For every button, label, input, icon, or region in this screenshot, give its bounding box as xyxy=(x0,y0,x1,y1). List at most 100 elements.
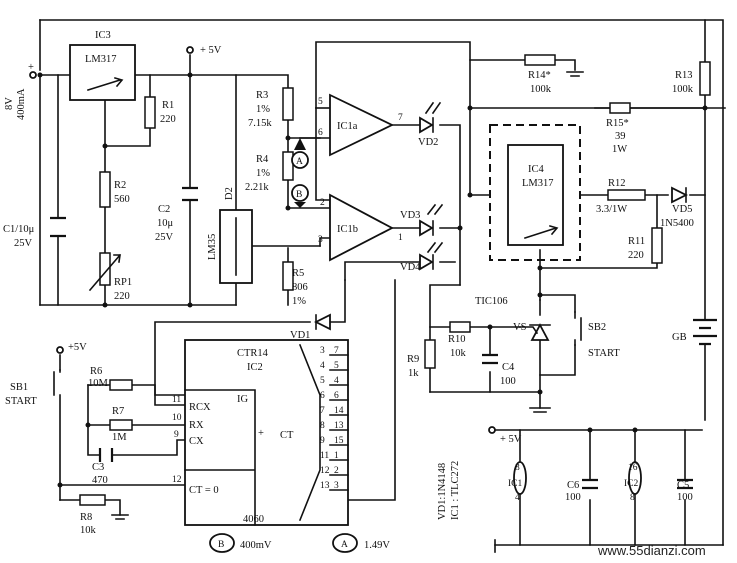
r7-value: 1M xyxy=(112,432,127,443)
c1-value: 25V xyxy=(14,238,33,249)
ic1-top-pin: 8 xyxy=(515,463,520,473)
vd5-diode xyxy=(671,186,689,204)
r10-resistor xyxy=(449,321,471,333)
c1-capacitor xyxy=(50,216,66,238)
ic2-ig: IG xyxy=(237,394,248,405)
r12-resistor xyxy=(607,189,646,201)
vd3-led xyxy=(419,203,444,237)
ic2-rx: RX xyxy=(189,420,204,431)
ic3-regulator xyxy=(69,44,136,101)
ic2-bot-pin: 8 xyxy=(630,493,635,503)
legend-a-mark: A xyxy=(341,540,348,550)
c6-value: 100 xyxy=(565,492,581,503)
vs-part: TIC106 xyxy=(475,296,508,307)
r11-value: 220 xyxy=(628,250,644,261)
ic2-ct-bracket xyxy=(298,343,321,522)
v5-power-terminal xyxy=(488,426,496,434)
ic2-pin-number: 4 xyxy=(334,376,339,386)
sb1-supply: +5V xyxy=(68,342,87,353)
ic2-pin-number: 2 xyxy=(334,466,339,476)
legend-b-mark: B xyxy=(218,540,224,550)
watermark: www.55dianzi.com xyxy=(597,543,706,558)
r15-label: R15* xyxy=(606,118,629,129)
marker-a-arrow xyxy=(294,138,306,150)
c2-capacitor xyxy=(182,186,198,202)
labels: IC3 LM317 R1 220 R2 560 RP1 220 C1/10μ 2… xyxy=(3,30,706,558)
r8-resistor xyxy=(79,494,106,506)
ic4-part: LM317 xyxy=(522,178,554,189)
ic1-note: IC1 : TLC272 xyxy=(450,461,461,520)
r9-value: 1k xyxy=(408,368,419,379)
sb2-start: START xyxy=(588,348,620,359)
ic2-pin-number: 1 xyxy=(334,451,339,461)
c6-capacitor xyxy=(582,478,598,490)
r7-label: R7 xyxy=(112,406,124,417)
ic2-bit-label: 13 xyxy=(320,481,330,491)
r3-label: R3 xyxy=(256,90,268,101)
r14-resistor xyxy=(524,54,556,66)
ic2-inner-block xyxy=(184,389,256,526)
input-terminal xyxy=(29,71,37,79)
vd1-note: VD1:1N4148 xyxy=(437,463,448,520)
ic2-bit-label: 7 xyxy=(320,406,325,416)
input-plus: + xyxy=(28,62,34,73)
pin-1: 1 xyxy=(398,233,403,243)
r5-tolerance: 1% xyxy=(292,296,306,307)
input-current: 400mA xyxy=(16,88,27,120)
vd1-label: VD1 xyxy=(290,330,310,341)
pin-2: 2 xyxy=(320,198,325,208)
ic4-heatsink xyxy=(489,124,581,261)
r1-label: R1 xyxy=(162,100,174,111)
r12-label: R12 xyxy=(608,178,626,189)
ic2-pin-number: 7 xyxy=(334,346,339,356)
ic2-ct0: CT = 0 xyxy=(189,485,219,496)
r8-ground xyxy=(111,514,129,520)
ic2-pin-number: 13 xyxy=(334,421,344,431)
r9-label: R9 xyxy=(407,354,419,365)
junctions xyxy=(37,72,708,488)
marker-b-circle xyxy=(291,184,309,202)
vd4-led xyxy=(419,241,444,271)
marker-b-arrow xyxy=(294,202,306,208)
vd2-label: VD2 xyxy=(418,137,438,148)
d2-name: D2 xyxy=(224,187,235,200)
vd5-value: 1N5400 xyxy=(660,218,694,229)
r4-label: R4 xyxy=(256,154,269,165)
ic2-part: 4060 xyxy=(243,514,264,525)
ic2-pin-10: 10 xyxy=(172,413,182,423)
c4-label: C4 xyxy=(502,362,515,373)
r10-value: 10k xyxy=(450,348,467,359)
ic3-adjust-arrow xyxy=(86,77,124,92)
ic4-adjust-arrow xyxy=(523,225,559,240)
input-voltage: 8V xyxy=(4,97,15,110)
r10-label: R10 xyxy=(448,334,466,345)
ic2-power-pins xyxy=(628,461,642,495)
rp1-arrow xyxy=(88,253,122,292)
v5-label: + 5V xyxy=(200,45,222,56)
marker-a-text: A xyxy=(296,157,303,167)
pin-3: 3 xyxy=(318,235,323,245)
ic2-bit-label: 9 xyxy=(320,436,325,446)
c5-value: 100 xyxy=(677,492,693,503)
ic1b-name: IC1b xyxy=(337,224,358,235)
r6-resistor xyxy=(109,379,133,391)
vd4-label: VD4 xyxy=(400,262,421,273)
pin-6: 6 xyxy=(318,128,323,138)
ic2-pin-number: 6 xyxy=(334,391,339,401)
ic2-output-ticks xyxy=(329,354,349,491)
ic1-power-pins xyxy=(513,461,527,495)
r7-resistor xyxy=(109,419,133,431)
r11-label: R11 xyxy=(628,236,645,247)
r2-label: R2 xyxy=(114,180,126,191)
c4-value: 100 xyxy=(500,376,516,387)
ic2-title: CTR14 xyxy=(237,348,269,359)
marker-b-text: B xyxy=(296,190,302,200)
r12-value: 3.3/1W xyxy=(596,204,627,215)
sb1-label: SB1 xyxy=(10,382,28,393)
ic2-bit-label: 5 xyxy=(320,376,325,386)
scr-ground xyxy=(529,407,551,413)
r13-value: 100k xyxy=(672,84,694,95)
ic2-ct: CT xyxy=(280,430,294,441)
ic2-pin-number: 14 xyxy=(334,406,344,416)
pin-7: 7 xyxy=(398,113,403,123)
